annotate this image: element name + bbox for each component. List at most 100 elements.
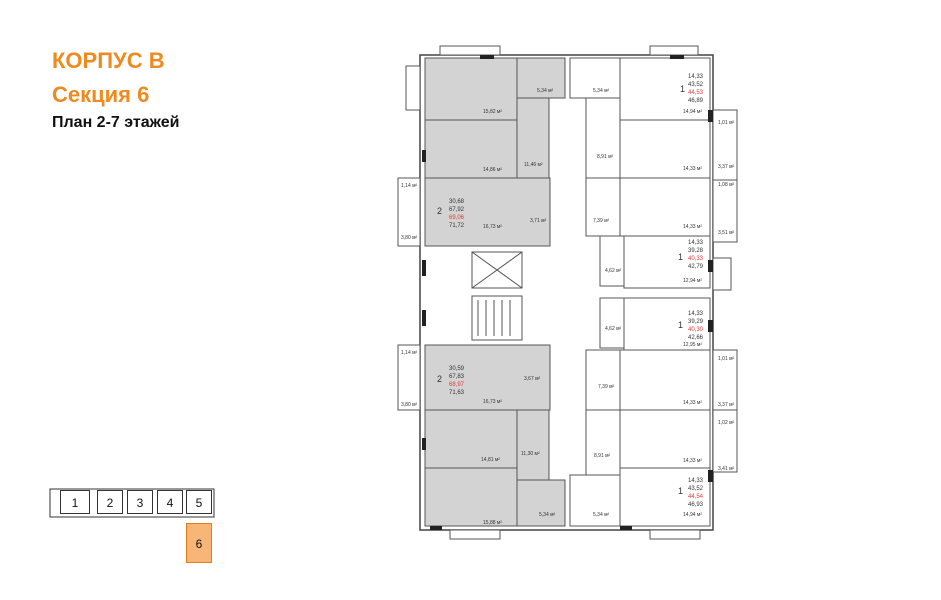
unit-u1-main[interactable] (619, 57, 711, 121)
svg-text:44,53: 44,53 (688, 90, 704, 96)
unit-u5-label[interactable]: 2 30,59 67,83 68,97 71,63 (437, 366, 465, 396)
room (516, 479, 566, 527)
room-area: 5,34 м² (593, 512, 610, 518)
room-area: 14,94 м² (683, 109, 702, 115)
room-area: 8,91 м² (597, 154, 614, 160)
room-area: 1,14 м² (401, 183, 418, 189)
svg-text:67,83: 67,83 (449, 374, 465, 380)
room (585, 349, 621, 411)
room (599, 297, 625, 349)
svg-text:40,33: 40,33 (688, 256, 704, 262)
svg-text:1: 1 (678, 252, 683, 262)
room-area: 7,39 м² (593, 218, 610, 224)
room-area: 14,33 м² (683, 400, 702, 406)
room-area: 4,62 м² (605, 268, 622, 274)
room-area: 15,82 м² (483, 109, 502, 115)
unit-u6-main[interactable] (619, 467, 711, 527)
room-area: 11,46 м² (524, 162, 543, 168)
svg-text:2: 2 (437, 374, 442, 384)
section-button-2[interactable]: 2 (97, 490, 123, 514)
svg-text:71,72: 71,72 (449, 223, 465, 229)
unit-u4-label[interactable]: 1 14,33 39,29 40,30 42,66 (678, 311, 704, 341)
building-title: КОРПУС В (52, 48, 165, 73)
svg-text:46,93: 46,93 (688, 502, 704, 508)
svg-text:43,52: 43,52 (688, 82, 704, 88)
room-area: 3,80 м² (401, 402, 418, 408)
room-area: 3,80 м² (401, 235, 418, 241)
balcony-left (397, 344, 421, 411)
balcony-right-small (712, 257, 732, 291)
unit-u6-label[interactable]: 1 14,33 43,52 44,54 46,93 (678, 478, 704, 508)
room (585, 409, 621, 476)
room-area: 1,01 м² (718, 120, 735, 126)
room (619, 349, 711, 411)
unit-u3-main[interactable] (623, 235, 711, 289)
room-area: 3,71 м² (530, 218, 547, 224)
section-button-3[interactable]: 3 (127, 490, 153, 514)
unit-u1-label[interactable]: 1 14,33 43,52 44,53 46,89 (680, 74, 704, 104)
room-area: 4,62 м² (605, 326, 622, 332)
room-area: 3,37 м² (718, 164, 735, 170)
room (585, 177, 621, 237)
balcony-right (712, 409, 738, 473)
room (424, 467, 518, 527)
unit-u2-label[interactable]: 2 30,68 67,92 69,06 71,72 (437, 199, 465, 229)
room (516, 97, 550, 184)
room (585, 97, 621, 179)
room-area-labels: 5,34 м² 5,34 м² 15,82 м² 14,94 м² 1,01 м… (401, 88, 735, 526)
room-area: 5,34 м² (537, 88, 554, 94)
svg-text:68,97: 68,97 (449, 382, 465, 388)
svg-text:1: 1 (678, 486, 683, 496)
room-area: 7,39 м² (598, 384, 615, 390)
room (516, 57, 566, 99)
room-area: 3,67 м² (524, 376, 541, 382)
section-button-4[interactable]: 4 (157, 490, 183, 514)
svg-text:69,06: 69,06 (449, 215, 465, 221)
section-button-6[interactable]: 6 (186, 523, 212, 563)
room (569, 474, 621, 527)
unit-u2-room[interactable] (424, 177, 551, 247)
room-area: 1,01 м² (718, 356, 735, 362)
svg-text:14,33: 14,33 (688, 74, 704, 80)
floor-plan-subtitle: План 2-7 этажей (52, 114, 180, 131)
svg-text:67,92: 67,92 (449, 207, 465, 213)
svg-text:14,33: 14,33 (688, 311, 704, 317)
room (424, 409, 518, 469)
room-area: 1,02 м² (718, 420, 735, 426)
balcony-top (439, 45, 501, 56)
room-area: 14,94 м² (683, 512, 702, 518)
room-area: 14,33 м² (683, 458, 702, 464)
unit-u3-label[interactable]: 1 14,33 39,28 40,33 42,79 (678, 240, 704, 270)
section-button-1[interactable]: 1 (60, 490, 90, 514)
room-area: 12,94 м² (683, 278, 702, 284)
svg-text:43,52: 43,52 (688, 486, 704, 492)
unit-u5-room[interactable] (424, 344, 551, 411)
balcony-left (397, 177, 421, 247)
balcony-bottom (649, 529, 701, 540)
svg-text:14,33: 14,33 (688, 478, 704, 484)
svg-text:44,54: 44,54 (688, 494, 704, 500)
room (619, 409, 711, 469)
svg-text:30,68: 30,68 (449, 199, 465, 205)
svg-text:39,28: 39,28 (688, 248, 704, 254)
room-area: 16,73 м² (483, 399, 502, 405)
svg-text:42,79: 42,79 (688, 264, 704, 270)
unit-u1-left-top[interactable] (424, 57, 518, 121)
svg-text:14,33: 14,33 (688, 240, 704, 246)
section-title: Секция 6 (52, 82, 150, 107)
svg-text:1: 1 (680, 84, 685, 94)
room-area: 12,95 м² (683, 342, 702, 348)
room-area: 3,41 м² (718, 466, 735, 472)
room-area: 14,86 м² (483, 167, 502, 173)
room (516, 409, 550, 481)
room-area: 5,34 м² (593, 88, 610, 94)
room-area: 14,33 м² (683, 166, 702, 172)
svg-text:1: 1 (678, 320, 683, 330)
room-area: 8,91 м² (594, 453, 611, 459)
balcony-left-top (405, 65, 421, 111)
room-area: 15,88 м² (483, 520, 502, 526)
unit-u4-main[interactable] (623, 297, 711, 351)
balcony-right (712, 109, 738, 181)
svg-text:2: 2 (437, 206, 442, 216)
section-button-5[interactable]: 5 (186, 490, 212, 514)
